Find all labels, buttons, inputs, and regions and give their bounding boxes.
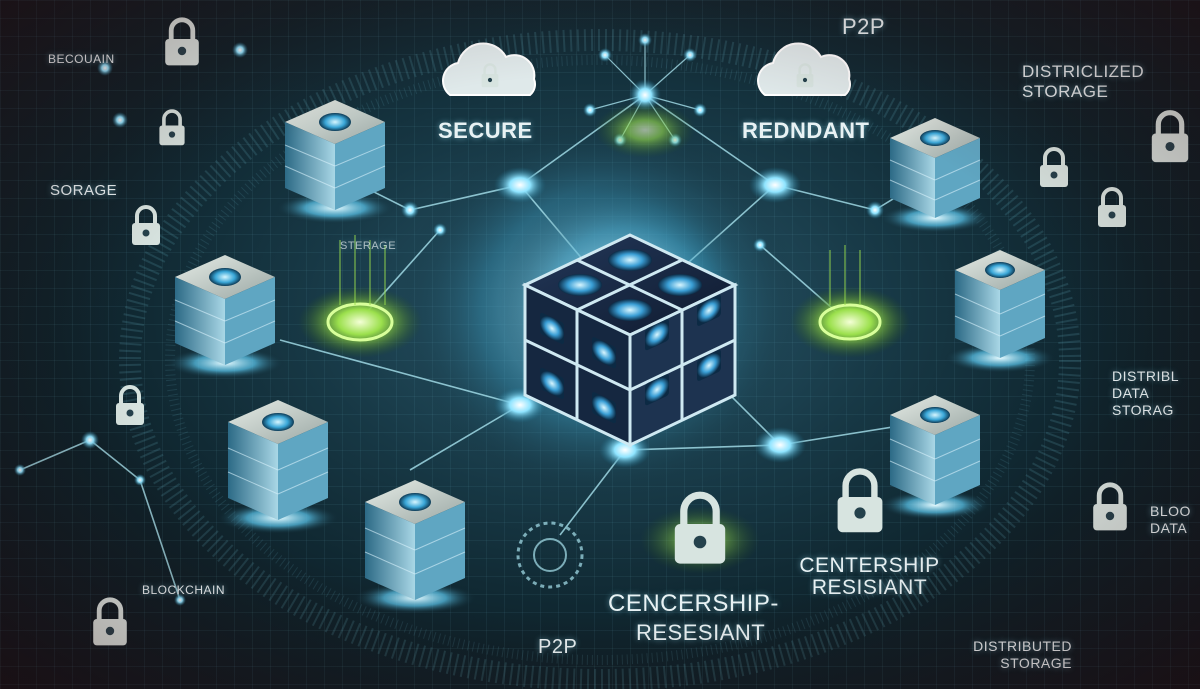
label-censorship-right: CENTERSHIP RESISIANT: [799, 554, 940, 599]
server-icon: [353, 480, 477, 614]
network-node-icon: [14, 42, 947, 606]
lock-icon: [1152, 113, 1188, 162]
server-icon: [275, 100, 395, 224]
label-p2p-bottom: P2P: [538, 636, 578, 658]
lock-icon: [157, 109, 187, 148]
label-p2p-top: P2P: [842, 14, 886, 39]
label-storage-mid: STERAGE: [340, 240, 397, 252]
server-icon: [879, 395, 991, 520]
green-glow-pad-left: [298, 235, 422, 358]
label-redundant: REDNDANT: [742, 118, 870, 143]
label-sorage: SORAGE: [50, 182, 118, 199]
label-distributed-data: DISTRIBL DATA STORAG: [1112, 368, 1179, 418]
cog-pad: [516, 521, 584, 589]
label-censorship-left-line1: CENCERSHIP-: [608, 590, 779, 617]
lock-icon: [838, 471, 883, 532]
green-glow-pad-top: [595, 102, 695, 158]
server-icon: [165, 255, 285, 379]
green-glow-pad-right: [790, 245, 910, 358]
lock-icon: [114, 385, 146, 427]
label-blockchain: BLOCKCHAIN: [142, 583, 226, 597]
lock-icon: [1038, 147, 1070, 189]
label-secure: SECURE: [438, 118, 533, 143]
lock-icon: [1096, 187, 1128, 229]
lock-icon: [675, 495, 725, 563]
label-decentralized-storage: DISTRICLIZED STORAGE: [1022, 62, 1145, 101]
label-bloa-data: BLOO DATA: [1150, 503, 1191, 536]
server-icon: [216, 400, 340, 534]
label-becouain: BECOUAIN: [48, 52, 115, 66]
lock-icon: [1093, 485, 1127, 531]
cloud-lock-icon: [442, 42, 537, 96]
label-censorship-left-line2: RESESIANT: [636, 620, 766, 645]
server-icon: [944, 250, 1056, 373]
cloud-lock-icon: [757, 42, 852, 96]
label-distributed-storage-bottom: DISTRIBUTED STORAGE: [973, 638, 1072, 671]
lock-icon: [165, 20, 199, 66]
lock-icon: [130, 205, 162, 247]
lock-icon: [93, 600, 127, 646]
server-icon: [879, 118, 991, 233]
